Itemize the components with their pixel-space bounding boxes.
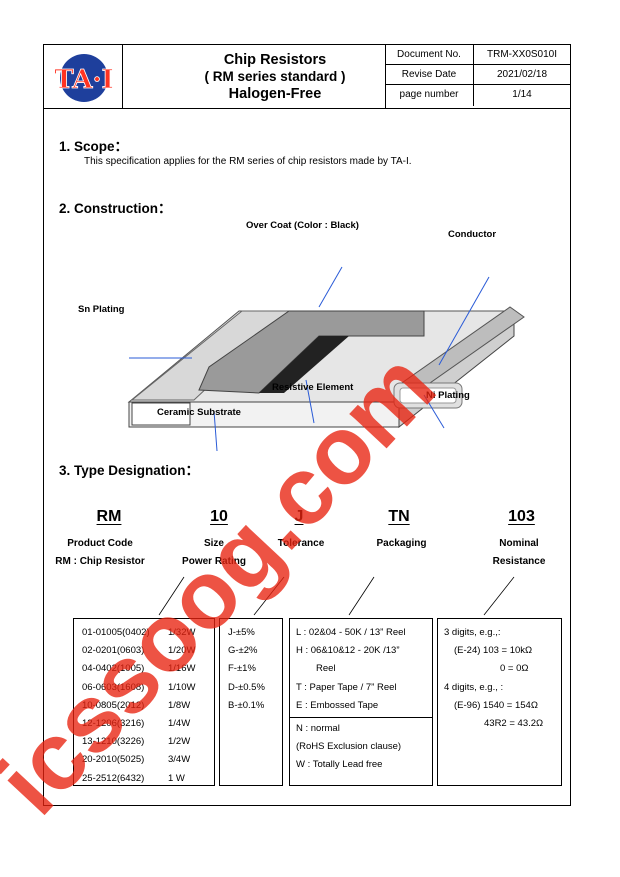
page-number-label: page number [385,85,474,106]
over-coat-label: Over Coat (Color : Black) [246,220,359,231]
packaging-table: L : 02&04 - 50K / 13” Reel H : 06&10&12 … [289,618,433,786]
doc-no-label: Document No. [385,45,474,64]
size-row: 01-01005(0402)1/32W [82,627,196,638]
packaging-row: T : Paper Tape / 7” Reel [296,681,397,693]
resistance-row: 4 digits, e.g., : [444,681,504,693]
size-row: 04-0402(1005)1/16W [82,663,196,675]
packaging-row: E : Embossed Tape [296,699,379,711]
resistive-element-label: Resistive Element [272,382,354,393]
resistance-row: 43R2 = 43.2Ω [484,718,544,730]
tolerance-table: J-±5% G-±2% F-±1% D-±0.5% B-±0.1% [219,618,283,786]
size-row: 20-2010(5025)3/4W [82,754,191,766]
title-line-2: ( RM series standard ) [204,69,346,84]
code-packaging: TN [388,508,410,525]
doc-no-value: TRM-XX0S010I [486,49,558,60]
resistance-row: 0 = 0Ω [500,663,529,675]
document-header: TA·I Chip Resistors ( RM series standard… [44,45,570,109]
resistance-row: 3 digits, e.g.,: [444,627,501,638]
chip-construction-diagram [127,266,525,452]
title-line-3: Halogen-Free [228,86,322,102]
code-resistance: 103 [508,508,535,525]
packaging-row: W : Totally Lead free [296,759,383,771]
tolerance-caption: Tolerance [277,538,325,549]
designation-connector-lines [158,576,515,616]
ni-plating-label: Ni Plating [426,390,470,401]
packaging-row: L : 02&04 - 50K / 13” Reel [296,627,406,638]
resistance-row: (E-24) 103 = 10kΩ [454,645,533,657]
code-tolerance: J [294,508,304,525]
resistance-row: (E-96) 1540 = 154Ω [454,699,538,711]
tolerance-row: F-±1% [228,663,256,675]
revise-date-value: 2021/02/18 [496,69,548,80]
size-row: 06-0603(1608)1/10W [82,681,196,693]
packaging-row: Reel [316,663,336,675]
ta-i-logo: TA·I [46,47,122,105]
code-product: RM [96,508,122,525]
document-meta-table: Document No. TRM-XX0S010I Revise Date 20… [385,45,570,106]
size-row: 25-2512(6432)1 W [82,772,185,784]
spec-page: TA·I Chip Resistors ( RM series standard… [43,44,571,806]
sn-plating-label: Sn Plating [78,304,125,315]
packaging-row: H : 06&10&12 - 20K /13” [296,645,400,657]
nominal-resistance-table: 3 digits, e.g.,: (E-24) 103 = 10kΩ 0 = 0… [437,618,562,786]
tolerance-row: D-±0.5% [228,681,265,693]
construction-heading: 2. Construction： [59,201,172,216]
tolerance-row: J-±5% [228,627,255,638]
packaging-row: (RoHS Exclusion clause) [296,741,402,753]
title-line-1: Chip Resistors [223,52,327,68]
conductor-label: Conductor [448,229,497,240]
type-designation-heading: 3. Type Designation： [59,463,200,478]
size-row: 02-0201(0603)1/20W [82,645,196,657]
packaging-caption: Packaging [376,538,427,549]
scope-heading: 1. Scope： [59,139,129,154]
scope-text: This specification applies for the RM se… [84,156,412,167]
packaging-row: N : normal [296,723,340,735]
revise-date-label: Revise Date [385,65,474,84]
tolerance-row: B-±0.1% [228,699,265,711]
size-row: 13-1210(3226)1/2W [82,736,191,748]
size-row: 12-1206(3216)1/4W [82,718,191,730]
size-row: 10-0805(2012)1/8W [82,699,191,711]
document-title: Chip Resistors ( RM series standard ) Ha… [121,47,429,103]
tolerance-row: G-±2% [228,645,258,657]
size-power-table: 01-01005(0402)1/32W 02-0201(0603)1/20W 04-… [73,618,215,786]
code-size: 10 [210,508,228,525]
page-number-value: 1/14 [512,89,532,100]
ceramic-substrate-label: Ceramic Substrate [157,407,241,418]
svg-text:TA·I: TA·I [54,65,113,95]
